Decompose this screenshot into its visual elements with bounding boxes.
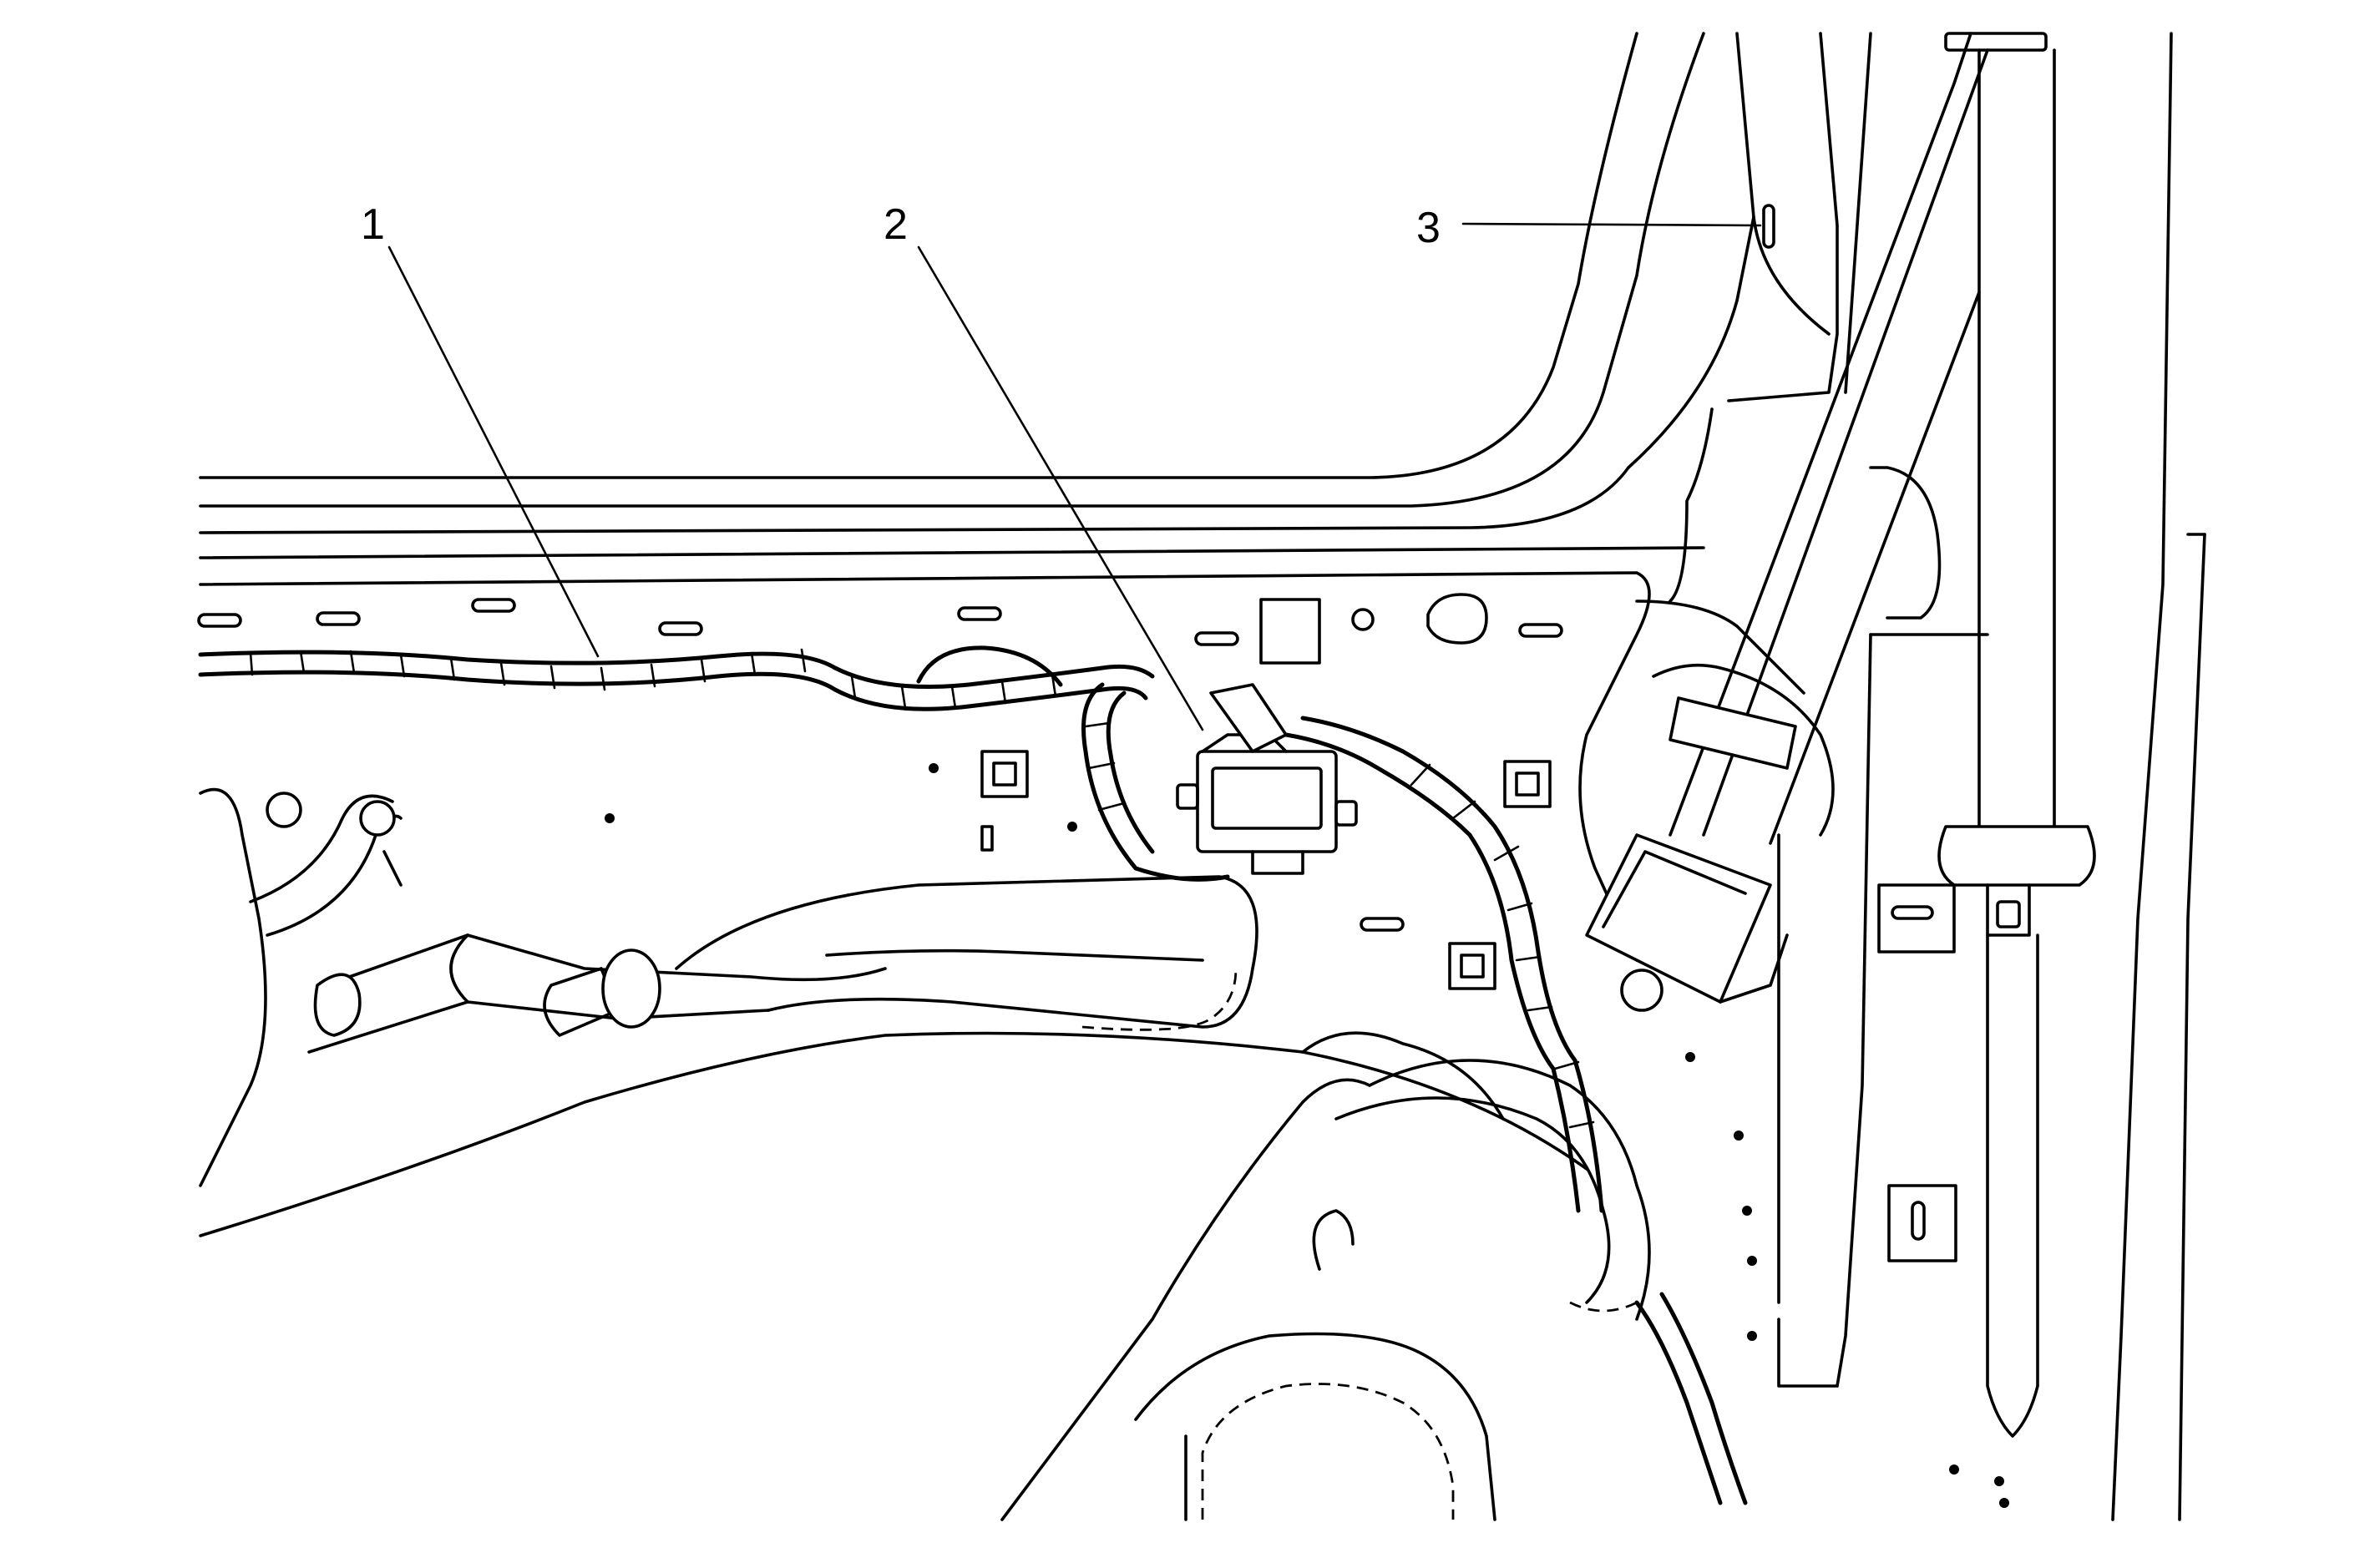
right-side-panel [1685,32,2206,1521]
callout-1: 1 [361,200,385,249]
callout-3: 3 [1416,204,1441,252]
inner-panel [197,571,1651,962]
air-duct [199,875,1651,1521]
wiring-harness [198,645,1748,1505]
upper-body-panel [199,32,1872,603]
support-rod [307,933,887,1054]
left-bracket [199,787,403,1187]
electronic-module [1176,683,1358,875]
callout-2: 2 [884,200,908,249]
slot-marker-3 [1762,204,1775,249]
mounting-holes [605,750,1552,990]
leader-lines [387,222,1762,731]
seat-belt-assembly [1585,32,2096,1438]
